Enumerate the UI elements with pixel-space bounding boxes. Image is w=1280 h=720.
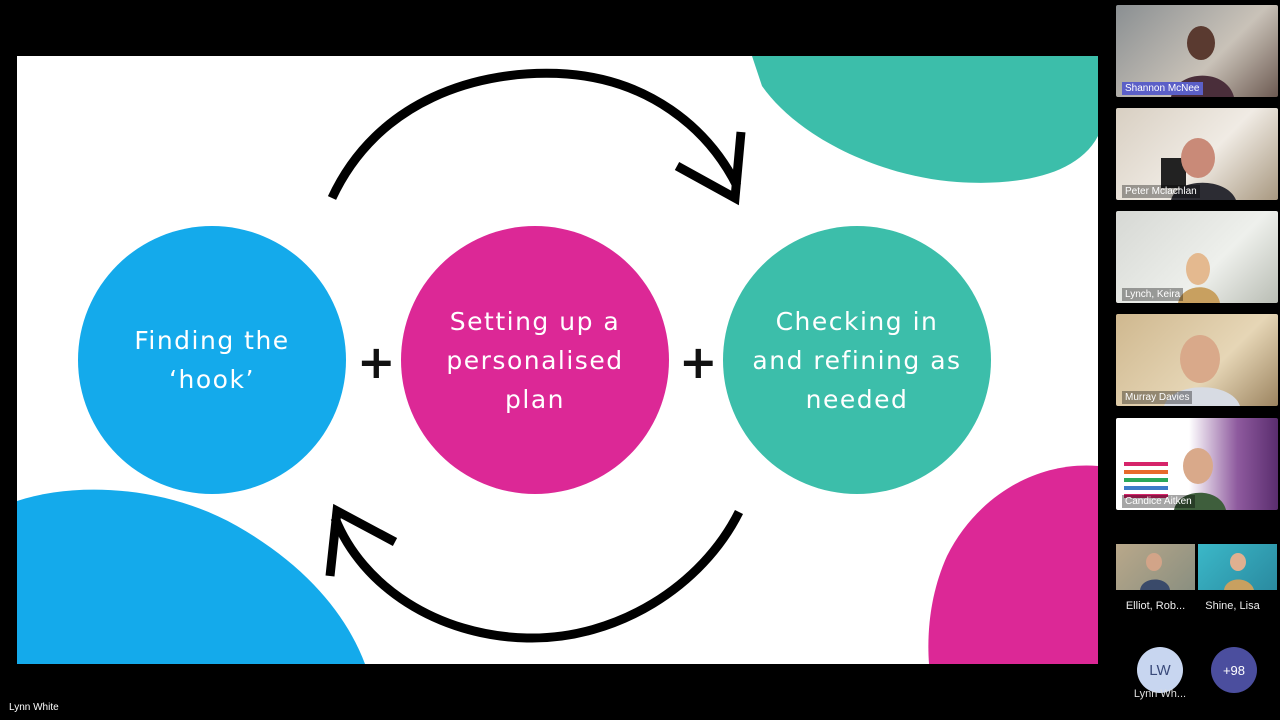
self-name: Lynn Wh... — [1133, 688, 1187, 700]
video-feed-silhouette — [1161, 138, 1236, 200]
shared-slide: Finding the ‘hook’ + Setting up a person… — [17, 56, 1098, 664]
self-initials: LW — [1149, 661, 1171, 679]
participant-tile-small[interactable] — [1116, 544, 1195, 590]
participant-name: Shannon McNee — [1122, 82, 1203, 95]
video-feed-silhouette — [1164, 335, 1240, 406]
self-avatar[interactable]: LW — [1137, 647, 1183, 693]
participant-name: Lynch, Keira — [1122, 288, 1184, 301]
teal-blob-decoration — [17, 56, 1098, 664]
circle-2-label: Setting up a personalised plan — [446, 306, 624, 414]
more-participants-button[interactable]: +98 — [1211, 647, 1257, 693]
video-feed-silhouette — [1224, 553, 1254, 590]
participant-name: Peter Mclachlan — [1122, 185, 1200, 198]
pink-blob-bottom-right — [928, 465, 1098, 664]
video-feed-silhouette — [1178, 253, 1220, 303]
participant-tile[interactable]: Candice Aitken — [1116, 418, 1278, 510]
top-cycle-arrow — [327, 68, 742, 200]
participant-name: Murray Davies — [1122, 391, 1193, 404]
participant-tile[interactable]: Peter Mclachlan — [1116, 108, 1278, 200]
participant-name-small: Elliot, Rob... — [1125, 600, 1186, 612]
video-feed-silhouette — [1140, 553, 1170, 590]
more-count: +98 — [1222, 662, 1246, 678]
plus-sign-1: + — [357, 335, 396, 389]
circle-1-label: Finding the ‘hook’ — [134, 326, 290, 394]
circle-personalised-plan: Setting up a personalised plan — [401, 226, 669, 494]
plus-sign-2: + — [679, 335, 718, 389]
participant-name-small: Shine, Lisa — [1205, 600, 1260, 612]
participant-name: Candice Aitken — [1122, 495, 1195, 508]
participant-tile[interactable]: Shannon McNee — [1116, 5, 1278, 97]
circle-finding-hook: Finding the ‘hook’ — [78, 226, 346, 494]
bottom-arrow-head — [325, 503, 398, 577]
participant-tile[interactable]: Murray Davies — [1116, 314, 1278, 406]
participant-tile-small[interactable] — [1198, 544, 1277, 590]
circle-3-label: Checking in and refining as needed — [752, 306, 962, 414]
presenter-name: Lynn White — [9, 702, 59, 713]
circle-checking-in: Checking in and refining as needed — [723, 226, 991, 494]
bottom-cycle-arrow — [330, 509, 744, 643]
video-feed-silhouette — [1124, 448, 1226, 510]
top-arrow-head — [674, 131, 746, 206]
blue-blob-bottom-left — [17, 489, 365, 664]
teal-blob-top-right — [752, 56, 1098, 183]
participant-tile[interactable]: Lynch, Keira — [1116, 211, 1278, 303]
